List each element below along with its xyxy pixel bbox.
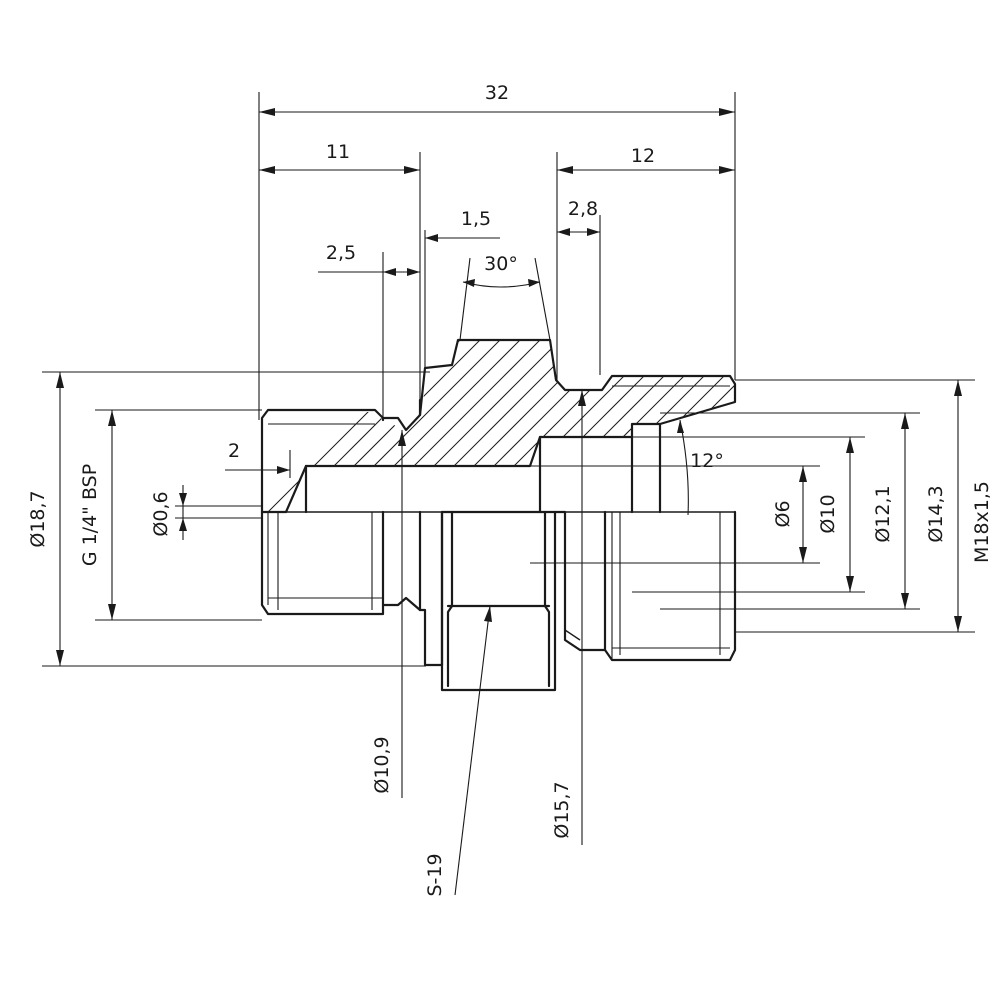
dim-right-length: 12 <box>631 145 655 167</box>
dim-thread-left: G 1/4" BSP <box>79 464 101 566</box>
dim-chamfer-left: 2 <box>228 440 240 462</box>
dim-dia-outer-left: Ø18,7 <box>27 490 49 547</box>
dim-dia-12-1: Ø12,1 <box>872 485 894 542</box>
dim-total-length: 32 <box>485 82 509 104</box>
upper-outline <box>260 338 737 514</box>
dim-chamfer-angle: 30° <box>484 253 518 275</box>
dimension-labels: 32 11 12 1,5 2,8 2,5 30° 12° 2 Ø18,7 G 1… <box>27 82 993 897</box>
hex-nut <box>440 510 557 692</box>
dim-cone-angle: 12° <box>690 450 724 472</box>
dim-dia-6: Ø6 <box>772 500 794 527</box>
dim-shoulder-offset: 1,5 <box>461 208 491 230</box>
dim-dia-15-7: Ø15,7 <box>551 781 573 838</box>
dim-thread-right: M18x1,5 <box>971 481 993 563</box>
dim-undercut: 2,5 <box>326 242 356 264</box>
dim-dia-10-9: Ø10,9 <box>371 736 393 793</box>
exterior-view <box>260 510 737 692</box>
dim-dia-10: Ø10 <box>817 494 839 533</box>
dim-groove-width: 2,8 <box>568 198 598 220</box>
dim-dia-14-3: Ø14,3 <box>925 485 947 542</box>
left-spigot <box>260 510 385 616</box>
dim-left-length: 11 <box>326 141 350 163</box>
dim-dia-hole-small: Ø0,6 <box>150 491 172 536</box>
dim-hex-size: S-19 <box>424 853 446 896</box>
dimension-lines <box>42 92 975 896</box>
